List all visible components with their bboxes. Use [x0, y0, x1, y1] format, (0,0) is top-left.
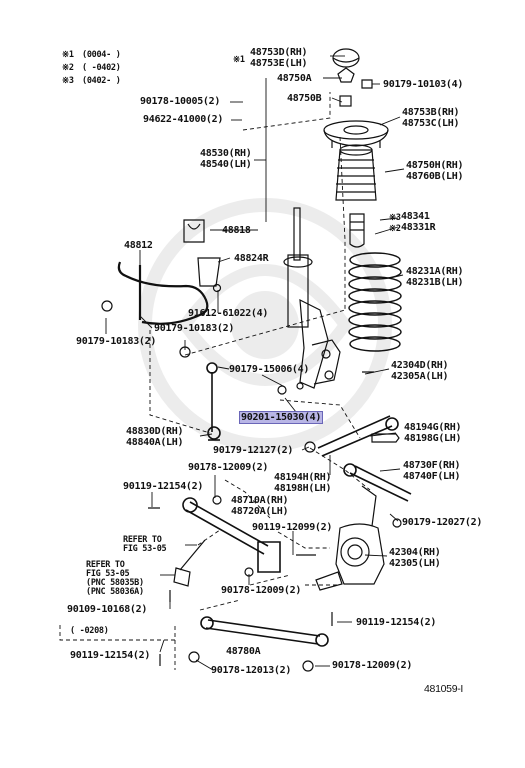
label-90178-12013[interactable]: 90178-12013(2)	[211, 665, 292, 676]
refer-note-2-c: (PNC 58035B)	[86, 578, 144, 588]
label-90178-12009-a[interactable]: 90178-12009(2)	[188, 462, 269, 473]
label-48720a[interactable]: 48720A(LH)	[231, 506, 289, 517]
label-90179-12127[interactable]: 90179-12127(2)	[213, 445, 294, 456]
nuts-bolts	[101, 300, 402, 672]
label-48331r[interactable]: 48331R	[401, 222, 436, 233]
coil-spring	[348, 252, 402, 352]
range-note: ( -0208)	[70, 626, 109, 636]
label-90179-15006[interactable]: 90179-15006(4)	[229, 364, 310, 375]
dust-boot	[335, 144, 377, 201]
spring-seat-cap	[332, 48, 373, 107]
toe-control-link	[200, 616, 329, 647]
label-48780a[interactable]: 48780A	[226, 646, 261, 657]
stabilizer-link	[206, 362, 221, 441]
legend-mark-3: ※3	[62, 76, 74, 86]
label-48750b[interactable]: 48750B	[287, 93, 322, 104]
label-91612-61022[interactable]: 91612-61022(4)	[188, 308, 269, 319]
refer-note-1-a: REFER TO	[123, 535, 162, 545]
label-48540[interactable]: 48540(LH)	[200, 159, 252, 170]
label-48750a[interactable]: 48750A	[277, 73, 312, 84]
label-48760b[interactable]: 48760B(LH)	[406, 171, 464, 182]
label-90178-10005[interactable]: 90178-10005(2)	[140, 96, 221, 107]
label-48231b[interactable]: 48231B(LH)	[406, 277, 464, 288]
label-48194g[interactable]: 48194G(RH)	[404, 422, 462, 433]
figure-id: 481059-I	[424, 683, 464, 695]
label-90119-12154-b[interactable]: 90119-12154(2)	[70, 650, 151, 661]
lower-control-arm	[182, 497, 281, 573]
label-48710a[interactable]: 48710A(RH)	[231, 495, 289, 506]
legend-range-3: (0402- )	[82, 76, 121, 86]
label-48812[interactable]: 48812	[124, 240, 153, 251]
label-48530[interactable]: 48530(RH)	[200, 148, 252, 159]
label-42305a[interactable]: 42305A(LH)	[391, 371, 449, 382]
dashed-lines	[59, 92, 371, 670]
label-48753d-mark: ※1	[233, 55, 245, 65]
label-48840a[interactable]: 48840A(LH)	[126, 437, 184, 448]
label-48818[interactable]: 48818	[222, 225, 251, 236]
label-90109-10168[interactable]: 90109-10168(2)	[67, 604, 148, 615]
stabilizer-bar	[117, 261, 209, 325]
refer-note-2-d: (PNC 58036A)	[86, 587, 144, 597]
reference-link	[173, 539, 206, 587]
label-94622-41000[interactable]: 94622-41000(2)	[143, 114, 224, 125]
label-48231a[interactable]: 48231A(RH)	[406, 266, 464, 277]
label-90179-10103[interactable]: 90179-10103(4)	[383, 79, 464, 90]
label-42305[interactable]: 42305(LH)	[389, 558, 441, 569]
label-90119-12154-a[interactable]: 90119-12154(2)	[123, 481, 204, 492]
label-90179-10183-b[interactable]: 90179-10183(2)	[76, 336, 157, 347]
refer-note-1-b[interactable]: FIG 53-05	[123, 544, 167, 554]
axle-carrier	[315, 485, 385, 591]
refer-note-2-a: REFER TO	[86, 560, 125, 570]
shock-absorber	[283, 207, 341, 389]
label-48753c[interactable]: 48753C(LH)	[402, 118, 460, 129]
label-42304d[interactable]: 42304D(RH)	[391, 360, 449, 371]
refer-note-2-b[interactable]: FIG 53-05	[86, 569, 130, 579]
label-42304[interactable]: 42304(RH)	[389, 547, 441, 558]
leader-lines	[105, 55, 405, 671]
label-48730f[interactable]: 48730F(RH)	[403, 460, 461, 471]
legend-mark-1: ※1	[62, 50, 74, 60]
label-48198h[interactable]: 48198H(LH)	[274, 483, 332, 494]
legend-mark-2: ※2	[62, 63, 74, 73]
label-48753d[interactable]: 48753D(RH)	[250, 47, 308, 58]
upper-control-arm	[317, 415, 412, 502]
label-90178-12009-c[interactable]: 90178-12009(2)	[332, 660, 413, 671]
stabilizer-bracket	[197, 257, 222, 293]
label-48740f[interactable]: 48740F(LH)	[403, 471, 461, 482]
stabilizer-bushing	[183, 219, 205, 243]
label-90179-10183-a[interactable]: 90179-10183(2)	[154, 323, 235, 334]
label-48198g[interactable]: 48198G(LH)	[404, 433, 462, 444]
label-90119-12154-c[interactable]: 90119-12154(2)	[356, 617, 437, 628]
label-48341[interactable]: 48341	[401, 211, 430, 222]
label-48830d[interactable]: 48830D(RH)	[126, 426, 184, 437]
legend-range-1: (0004- )	[82, 50, 121, 60]
legend-range-2: ( -0402)	[82, 63, 121, 73]
label-90119-12099[interactable]: 90119-12099(2)	[252, 522, 333, 533]
label-48341-mark: ※3	[389, 213, 401, 223]
label-90179-12027[interactable]: 90179-12027(2)	[402, 517, 483, 528]
upper-support	[323, 120, 389, 148]
label-48750h[interactable]: 48750H(RH)	[406, 160, 464, 171]
label-48753e[interactable]: 48753E(LH)	[250, 58, 308, 69]
bump-stopper	[349, 213, 365, 248]
label-90178-12009-b[interactable]: 90178-12009(2)	[221, 585, 302, 596]
label-48331r-mark: ※2	[389, 224, 401, 234]
label-90201-15030-highlighted[interactable]: 90201-15030(4)	[238, 411, 324, 424]
label-48194h[interactable]: 48194H(RH)	[274, 472, 332, 483]
label-48753b[interactable]: 48753B(RH)	[402, 107, 460, 118]
label-48824r[interactable]: 48824R	[234, 253, 269, 264]
